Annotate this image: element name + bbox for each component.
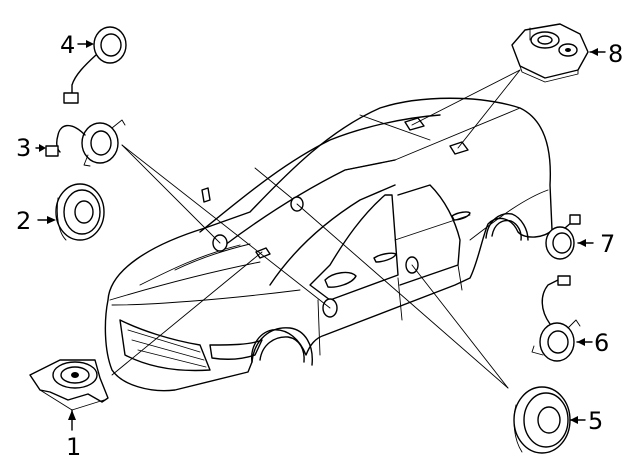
- part-7-speaker[interactable]: [545, 214, 594, 260]
- part-2-door-speaker[interactable]: [37, 183, 105, 241]
- callout-2: 2: [16, 207, 31, 235]
- part-5-rear-door-speaker[interactable]: [513, 386, 586, 454]
- part-8-subwoofer[interactable]: [511, 23, 606, 83]
- callout-labels: 1 2 3 4 5 6 7 8: [16, 31, 623, 461]
- car-speaker-spot: [255, 247, 271, 259]
- part-4-tweeter[interactable]: [63, 26, 127, 104]
- callout-8: 8: [608, 40, 623, 68]
- callout-1: 1: [66, 433, 81, 461]
- part-6-tweeter[interactable]: [531, 275, 593, 362]
- car-speaker-spot: [449, 141, 469, 155]
- part-1-center-speaker[interactable]: [29, 359, 109, 431]
- vehicle-body: [104, 97, 553, 392]
- car-speaker-spot: [201, 187, 211, 203]
- callout-5: 5: [588, 407, 603, 435]
- part-3-tweeter[interactable]: [35, 119, 126, 167]
- callout-7: 7: [600, 230, 615, 258]
- callout-3: 3: [16, 134, 31, 162]
- callout-6: 6: [594, 329, 609, 357]
- leader-lines: [111, 69, 521, 389]
- callout-4: 4: [60, 31, 75, 59]
